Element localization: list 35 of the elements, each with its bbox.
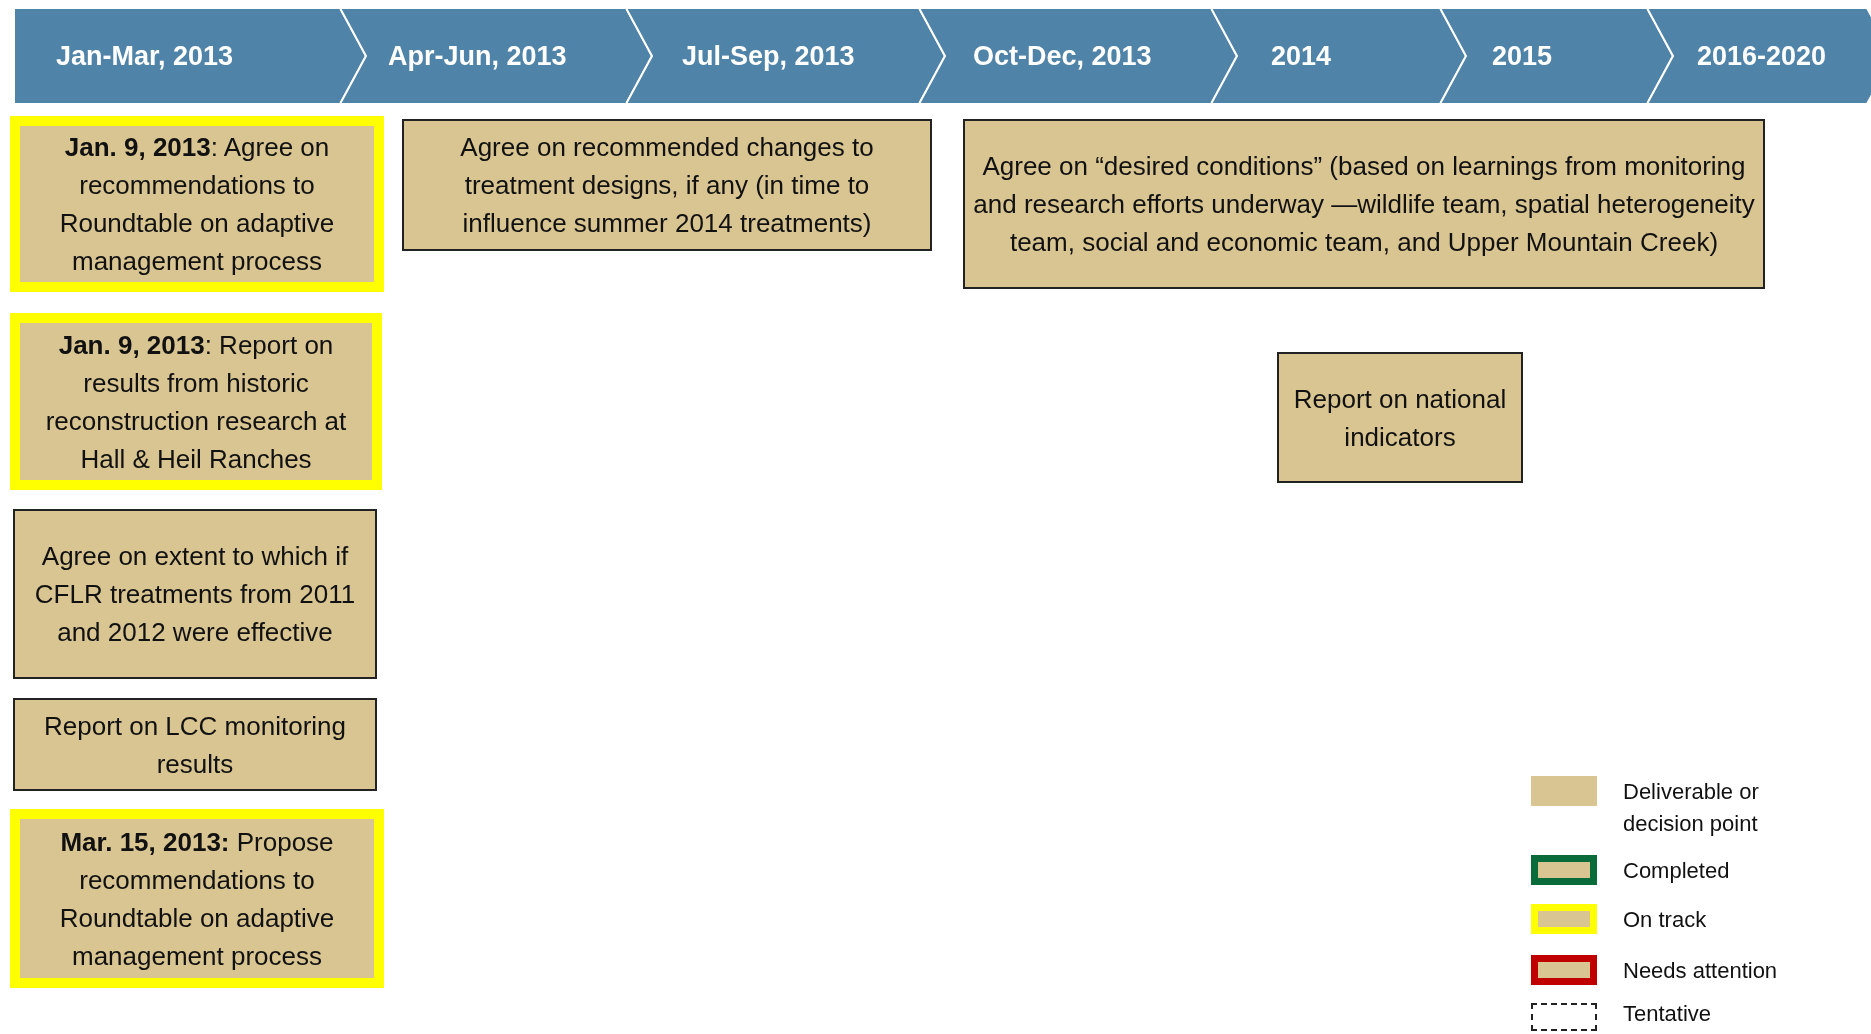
deliverable-text: Jan. 9, 2013: Report on results from historic reconstruction research at Hall & Heil Ranches [44,328,348,476]
period-label: 2016-2020 [1697,40,1827,73]
deliverable-box [963,119,1765,289]
period-label: Jul-Sep, 2013 [682,40,855,73]
deliverable-box [402,119,932,251]
deliverable-box [10,313,382,490]
period-header [14,8,366,104]
period-label: 2015 [1492,40,1553,73]
deliverable-text: Report on LCC monitoring results [42,709,347,781]
period-header [340,8,652,104]
deliverable-box [13,698,377,791]
period-label: Apr-Jun, 2013 [388,40,567,73]
deliverable-box [13,509,377,679]
deliverable-box [1277,352,1523,483]
deliverable-text: Agree on recommended changes to treatment designs, if any (in time to influence summer 2014 treatments) [459,131,875,240]
legend-label: Needs attention [1623,957,1779,985]
period-label: 2014 [1271,40,1332,73]
deliverable-text: Agree on extent to which if CFLR treatments from 2011 and 2012 were effective [33,540,357,649]
deliverable-text: Agree on “desired conditions” (based on learnings from monitoring and research efforts underway —wildlife team, spatial heterogeneity team, social and economic team, and Upper Mountain Creek) [972,150,1756,259]
legend-label: On track [1623,906,1708,934]
period-header [1211,8,1466,104]
period-header [919,8,1237,104]
period-header [626,8,945,104]
deliverable-text: Jan. 9, 2013: Agree on recommendations to Roundtable on adaptive management process [58,131,336,278]
deliverable-box [10,116,384,292]
period-header [1440,8,1673,104]
period-label: Jan-Mar, 2013 [56,40,234,73]
legend-label: Deliverable or decision point [1623,778,1760,838]
deliverable-box [10,809,384,988]
legend-label: Tentative [1623,1000,1713,1028]
deliverable-text: Report on national indicators [1292,382,1508,454]
period-header [1647,8,1871,104]
legend-label: Completed [1623,857,1731,885]
period-label: Oct-Dec, 2013 [973,40,1152,73]
deliverable-text: Mar. 15, 2013: Propose recommendations to Roundtable on adaptive management process [58,825,336,973]
